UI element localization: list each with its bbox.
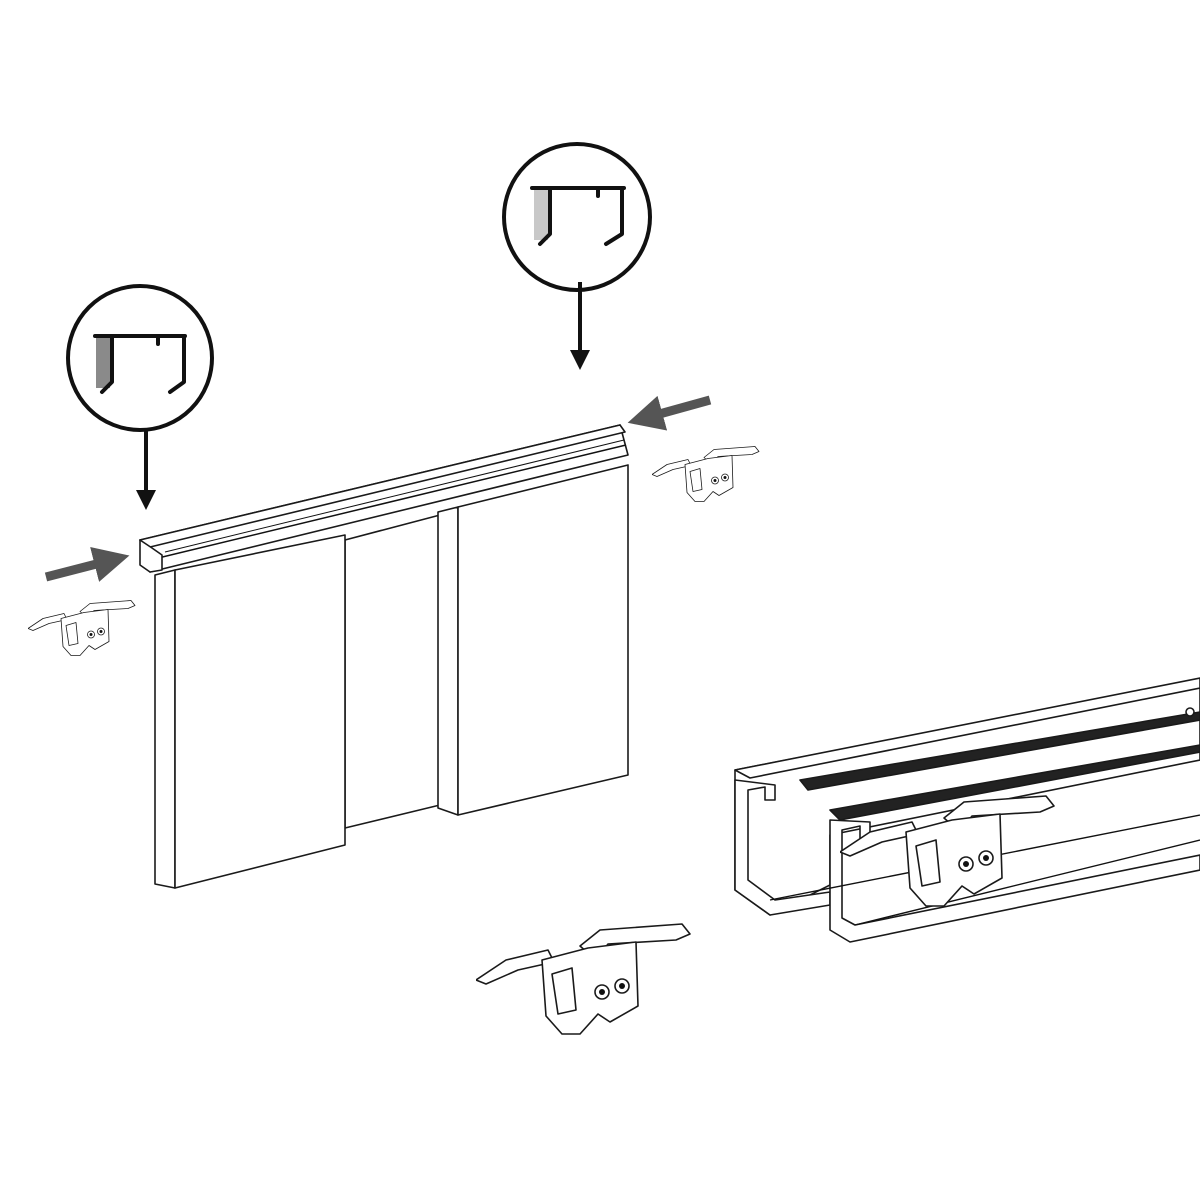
- rail-profile-icon: [530, 186, 626, 246]
- door-right: [437, 464, 629, 816]
- end-stop-clip-right: [652, 446, 760, 502]
- callout-left-profile: [66, 284, 214, 510]
- rail-detail-closeup: [734, 677, 1200, 943]
- callout-right-profile: [502, 142, 652, 370]
- insert-strip-icon: [534, 188, 548, 240]
- callout-circle: [502, 142, 652, 292]
- rail-profile-icon: [93, 334, 187, 394]
- insert-arrow-left-icon: [44, 547, 130, 582]
- end-stop-clip-left: [28, 600, 136, 656]
- insert-arrow-right-icon: [627, 395, 712, 431]
- callout-circle: [66, 284, 214, 432]
- insert-strip-icon: [96, 336, 110, 388]
- door-left: [154, 534, 346, 889]
- end-stop-clip-large: [476, 923, 691, 1035]
- door-middle: [344, 514, 441, 829]
- top-rail: [139, 424, 629, 573]
